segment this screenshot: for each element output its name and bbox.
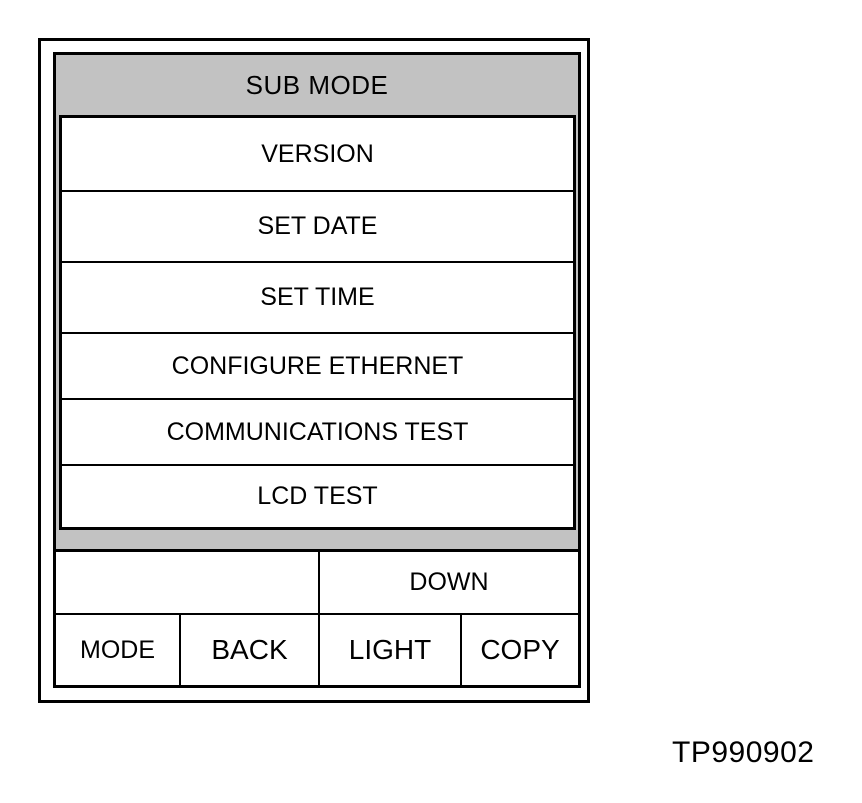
menu-item-version[interactable]: VERSION [62, 118, 573, 192]
grid-divider-right [460, 615, 462, 685]
panel-title: SUB MODE [245, 70, 389, 100]
menu-item-set-time[interactable]: SET TIME [62, 263, 573, 334]
menu-item-set-date[interactable]: SET DATE [62, 192, 573, 263]
grid-divider-horizontal [56, 613, 578, 615]
menu-item-configure-ethernet[interactable]: CONFIGURE ETHERNET [62, 334, 573, 400]
figure-id: TP990902 [672, 736, 815, 769]
menu-list: VERSION SET DATE SET TIME CONFIGURE ETHE… [59, 115, 576, 530]
button-grid: DOWN MODE BACK LIGHT COPY [53, 549, 581, 688]
sub-mode-panel: SUB MODE VERSION SET DATE SET TIME CONFI… [53, 52, 581, 552]
blank-button[interactable] [56, 552, 318, 613]
light-button[interactable]: LIGHT [348, 634, 432, 665]
grid-divider-center [318, 552, 320, 685]
menu-item-communications-test[interactable]: COMMUNICATIONS TEST [62, 400, 573, 466]
down-button[interactable]: DOWN [409, 568, 489, 596]
grid-divider-left [179, 615, 181, 685]
mode-button[interactable]: MODE [80, 635, 155, 664]
menu-item-lcd-test[interactable]: LCD TEST [257, 482, 378, 510]
copy-button[interactable]: COPY [480, 634, 560, 665]
back-button[interactable]: BACK [211, 634, 288, 665]
